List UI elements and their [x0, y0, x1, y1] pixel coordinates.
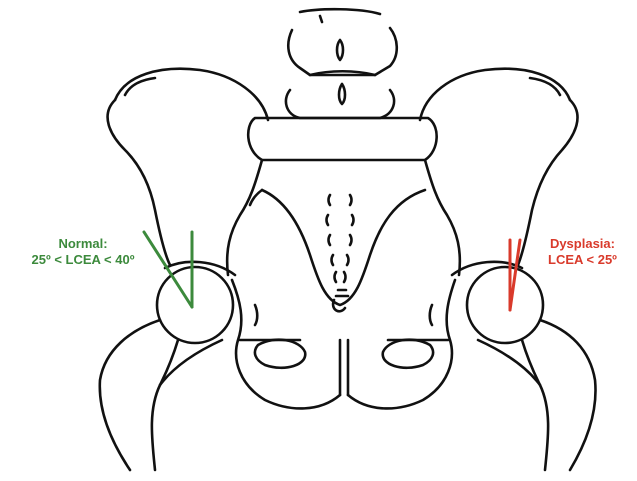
dysplasia-label: Dysplasia: LCEA < 25º — [548, 236, 617, 268]
lumbar-vertebrae — [286, 9, 397, 118]
right-femur — [467, 267, 596, 470]
left-femur — [100, 267, 233, 470]
normal-title: Normal: — [8, 236, 158, 252]
sacral-top — [248, 118, 436, 160]
normal-label: Normal: 25º < LCEA < 40º — [8, 236, 158, 268]
dysplasia-title: Dysplasia: — [548, 236, 617, 252]
dysplasia-range: LCEA < 25º — [548, 252, 617, 268]
normal-range: 25º < LCEA < 40º — [8, 252, 158, 268]
pubis-ischium — [232, 280, 455, 408]
dysplasia-lcea-lines — [510, 240, 520, 310]
sacrum — [250, 190, 425, 311]
